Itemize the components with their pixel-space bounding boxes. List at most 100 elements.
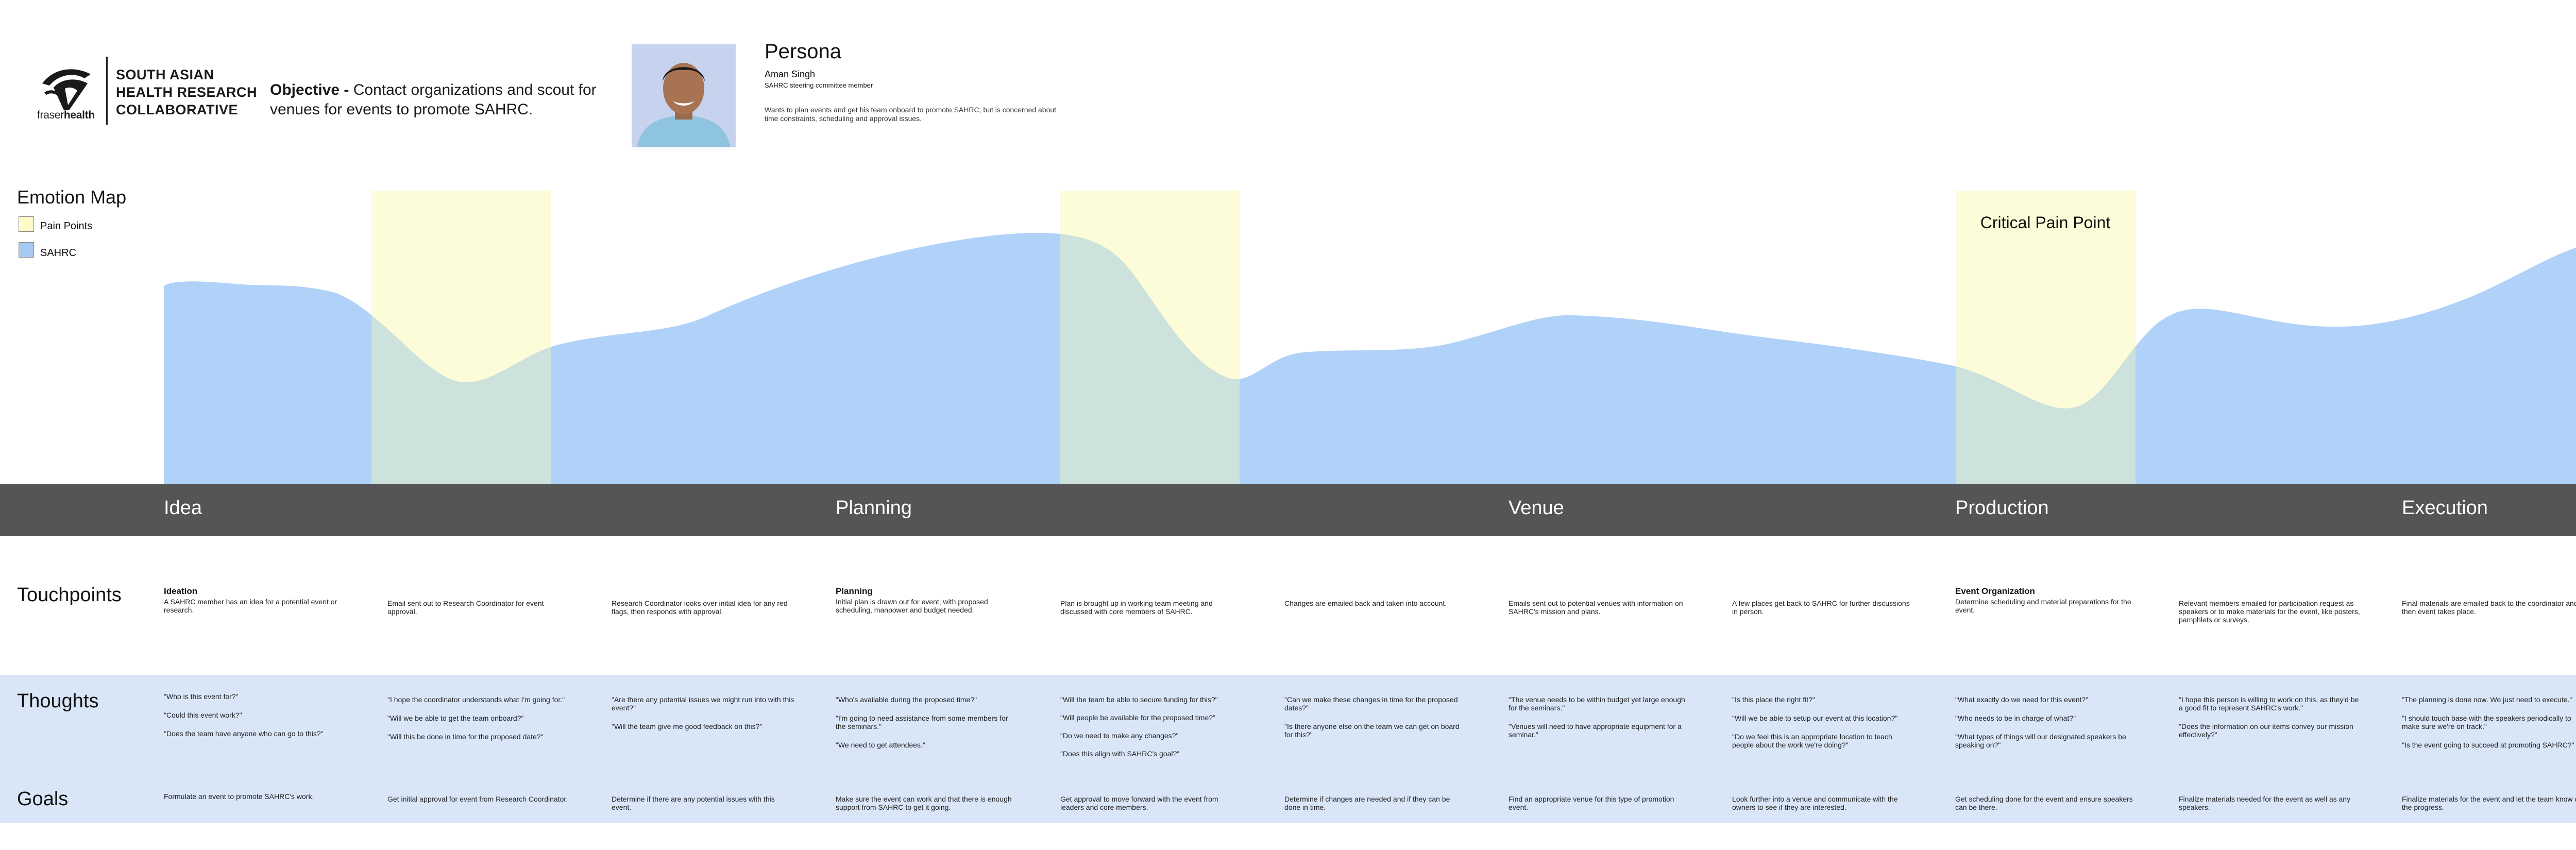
objective-body: Contact organizations and scout for venu…	[270, 81, 597, 118]
thought-quote: "What types of things will our designate…	[1955, 733, 2126, 749]
thought-quote: "What exactly do we need for this event?…	[1955, 695, 2089, 704]
thought-quote: "Do we need to make any changes?"	[1060, 732, 1179, 740]
touchpoint-text: A few places get back to SAHRC for furth…	[1732, 599, 1910, 616]
thoughts-card: "The planning is done now. We just need …	[2402, 695, 2576, 749]
touchpoint-text: Final materials are emailed back to the …	[2402, 599, 2576, 616]
touchpoint-card: A few places get back to SAHRC for furth…	[1732, 599, 1915, 616]
fraser-health-logo-mark	[42, 69, 91, 110]
goals-row-title: Goals	[17, 788, 69, 810]
goal-text: Finalize materials for the event and let…	[2402, 795, 2576, 811]
touchpoint-card: Changes are emailed back and taken into …	[1284, 599, 1467, 607]
touchpoints-row-title: Touchpoints	[17, 584, 122, 606]
thought-quote: "Who's available during the proposed tim…	[836, 695, 977, 704]
touchpoint-text: Determine scheduling and material prepar…	[1955, 598, 2131, 614]
thought-quote: "Will the team be able to secure funding…	[1060, 695, 1218, 704]
org-name-line: COLLABORATIVE	[116, 102, 238, 117]
persona-role: SAHRC steering committee member	[765, 81, 873, 89]
goal-text: Determine if changes are needed and if t…	[1284, 795, 1450, 811]
touchpoint-text: Initial plan is drawn out for event, wit…	[836, 598, 988, 614]
thought-quote: "The venue needs to be within budget yet…	[1509, 695, 1685, 712]
thought-quote: "Does the team have anyone who can go to…	[164, 729, 324, 738]
goal-text: Make sure the event can work and that th…	[836, 795, 1012, 811]
thoughts-card: "I hope the coordinator understands what…	[387, 695, 570, 751]
logo-divider	[106, 57, 108, 125]
emotion-map-title: Emotion Map	[17, 186, 127, 208]
persona-title: Persona	[765, 40, 841, 63]
goal-text: Look further into a venue and communicat…	[1732, 795, 1898, 811]
thought-quote: "Is the event going to succeed at promot…	[2402, 741, 2574, 749]
thoughts-row-title: Thoughts	[17, 690, 99, 712]
touchpoint-text: Changes are emailed back and taken into …	[1284, 599, 1447, 607]
thought-quote: "Do we feel this is an appropriate locat…	[1732, 733, 1892, 749]
thoughts-card: "The venue needs to be within budget yet…	[1509, 695, 1691, 749]
thought-quote: "Are there any potential issues we might…	[612, 695, 794, 712]
touchpoint-text: Relevant members emailed for participati…	[2179, 599, 2360, 624]
org-name-line: HEALTH RESEARCH	[116, 84, 258, 100]
phase-label-idea: Idea	[164, 497, 202, 519]
thought-quote: "Could this event work?"	[164, 711, 242, 719]
legend-label-sahrc: SAHRC	[40, 247, 77, 259]
thought-quote: "We need to get attendees."	[836, 741, 925, 749]
goal-text: Get initial approval for event from Rese…	[387, 795, 568, 803]
fraser-health-wordmark: fraserhealth	[37, 109, 95, 121]
thoughts-card: "What exactly do we need for this event?…	[1955, 695, 2138, 759]
thought-quote: "Can we make these changes in time for t…	[1284, 695, 1458, 712]
thought-quote: "Will the team give me good feedback on …	[612, 722, 762, 730]
thought-quote: "I'm going to need assistance from some …	[836, 714, 1008, 730]
touchpoint-text: Email sent out to Research Coordinator f…	[387, 599, 544, 616]
thought-quote: "Venues will need to have appropriate eq…	[1509, 722, 1682, 739]
touchpoint-card: Final materials are emailed back to the …	[2402, 599, 2576, 616]
goal-text: Formulate an event to promote SAHRC's wo…	[164, 792, 314, 801]
thought-quote: "Will this be done in time for the propo…	[387, 733, 544, 741]
touchpoint-card: Email sent out to Research Coordinator f…	[387, 599, 570, 616]
thought-quote: "Is this place the right fit?"	[1732, 695, 1815, 704]
goals-band	[0, 751, 2576, 823]
thought-quote: "Will people be available for the propos…	[1060, 713, 1215, 722]
touchpoint-card: Research Coordinator looks over initial …	[612, 599, 794, 616]
thoughts-card: "I hope this person is willing to work o…	[2179, 695, 2362, 749]
touchpoint-heading: Event Organization	[1955, 586, 2035, 596]
touchpoint-card: Relevant members emailed for participati…	[2179, 599, 2362, 624]
touchpoint-heading: Ideation	[164, 586, 198, 596]
goal-text: Get scheduling done for the event and en…	[1955, 795, 2133, 811]
touchpoint-card: Emails sent out to potential venues with…	[1509, 599, 1691, 616]
thoughts-band	[0, 675, 2576, 751]
thoughts-card: "Can we make these changes in time for t…	[1284, 695, 1467, 749]
thoughts-card: "Will the team be able to secure funding…	[1060, 695, 1243, 758]
touchpoint-text: Research Coordinator looks over initial …	[612, 599, 788, 616]
touchpoint-heading: Planning	[836, 586, 873, 596]
objective-text: Objective - Contact organizations and sc…	[270, 80, 610, 120]
critical-pain-point-label: Critical Pain Point	[1980, 213, 2111, 232]
thought-quote: "I hope this person is willing to work o…	[2179, 695, 2359, 712]
thoughts-card: "Who is this event for?" "Could this eve…	[164, 692, 347, 748]
phase-label-execution: Execution	[2402, 497, 2488, 519]
phase-label-production: Production	[1955, 497, 2049, 519]
persona-name: Aman Singh	[765, 69, 816, 79]
legend-swatch-sahrc	[19, 242, 34, 258]
thoughts-card: "Are there any potential issues we might…	[612, 695, 794, 741]
objective-label: Objective -	[270, 81, 349, 98]
thought-quote: "I hope the coordinator understands what…	[387, 695, 565, 704]
touchpoint-card: Plan is brought up in working team meeti…	[1060, 599, 1243, 616]
org-name: SOUTH ASIAN HEALTH RESEARCH COLLABORATIV…	[116, 66, 281, 118]
goal-text: Finalize materials needed for the event …	[2179, 795, 2351, 811]
thoughts-card: "Who's available during the proposed tim…	[836, 695, 1019, 759]
goal-text: Find an appropriate venue for this type …	[1509, 795, 1674, 811]
thought-quote: "Is there anyone else on the team we can…	[1284, 722, 1460, 739]
thought-quote: "Does this align with SAHRC's goal?"	[1060, 750, 1180, 758]
thoughts-card: "Is this place the right fit?" "Will we …	[1732, 695, 1915, 759]
phase-label-planning: Planning	[836, 497, 912, 519]
persona-photo	[632, 44, 736, 147]
org-name-line: SOUTH ASIAN	[116, 67, 214, 82]
thought-quote: "Does the information on our items conve…	[2179, 722, 2353, 739]
legend-swatch-pain-points	[19, 216, 34, 232]
touchpoint-text: Emails sent out to potential venues with…	[1509, 599, 1683, 616]
goal-text: Determine if there are any potential iss…	[612, 795, 775, 811]
legend-label-pain-points: Pain Points	[40, 220, 93, 232]
thought-quote: "Who is this event for?"	[164, 692, 239, 701]
thought-quote: "Who needs to be in charge of what?"	[1955, 714, 2076, 722]
